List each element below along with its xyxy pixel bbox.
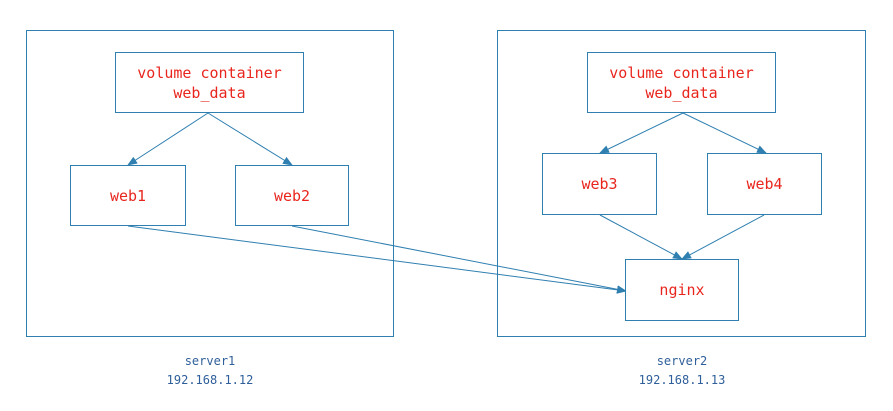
server2-name: server2 [656,354,708,368]
server1-volume-container-node: volume container web_data [115,52,304,113]
server2-volume-container-node: volume container web_data [587,52,776,113]
edge-web1-to-nginx [127,225,627,294]
web2-node: web2 [235,165,349,226]
web3-label: web3 [581,175,618,193]
web2-label: web2 [273,186,311,205]
server1-frame [26,30,394,337]
web4-label: web4 [746,175,783,193]
server2-frame [497,30,866,337]
edge-volume1-to-web1 [127,112,209,166]
edge-web4-to-nginx [681,214,765,260]
web4-node: web4 [707,153,822,215]
web1-label: web1 [109,186,147,205]
server1-ip: 192.168.1.12 [166,373,254,387]
edge-web3-to-nginx [599,214,683,260]
edge-volume2-to-web3 [599,112,684,154]
volume-container-label: volume container [137,63,282,82]
volume-name-label: web_data [645,83,718,102]
edge-web2-to-nginx [291,225,627,294]
volume-name-label: web_data [173,83,246,102]
volume-container-label: volume container [609,63,754,82]
server2-caption: server2 192.168.1.13 [582,352,782,390]
nginx-label: nginx [659,281,705,299]
edge-volume2-to-web4 [682,112,767,154]
server2-ip: 192.168.1.13 [638,373,726,387]
server1-caption: server1 192.168.1.12 [110,352,310,390]
nginx-node: nginx [625,259,739,321]
web1-node: web1 [70,165,186,226]
edge-volume1-to-web2 [207,112,293,166]
server1-name: server1 [184,354,236,368]
web3-node: web3 [542,153,657,215]
